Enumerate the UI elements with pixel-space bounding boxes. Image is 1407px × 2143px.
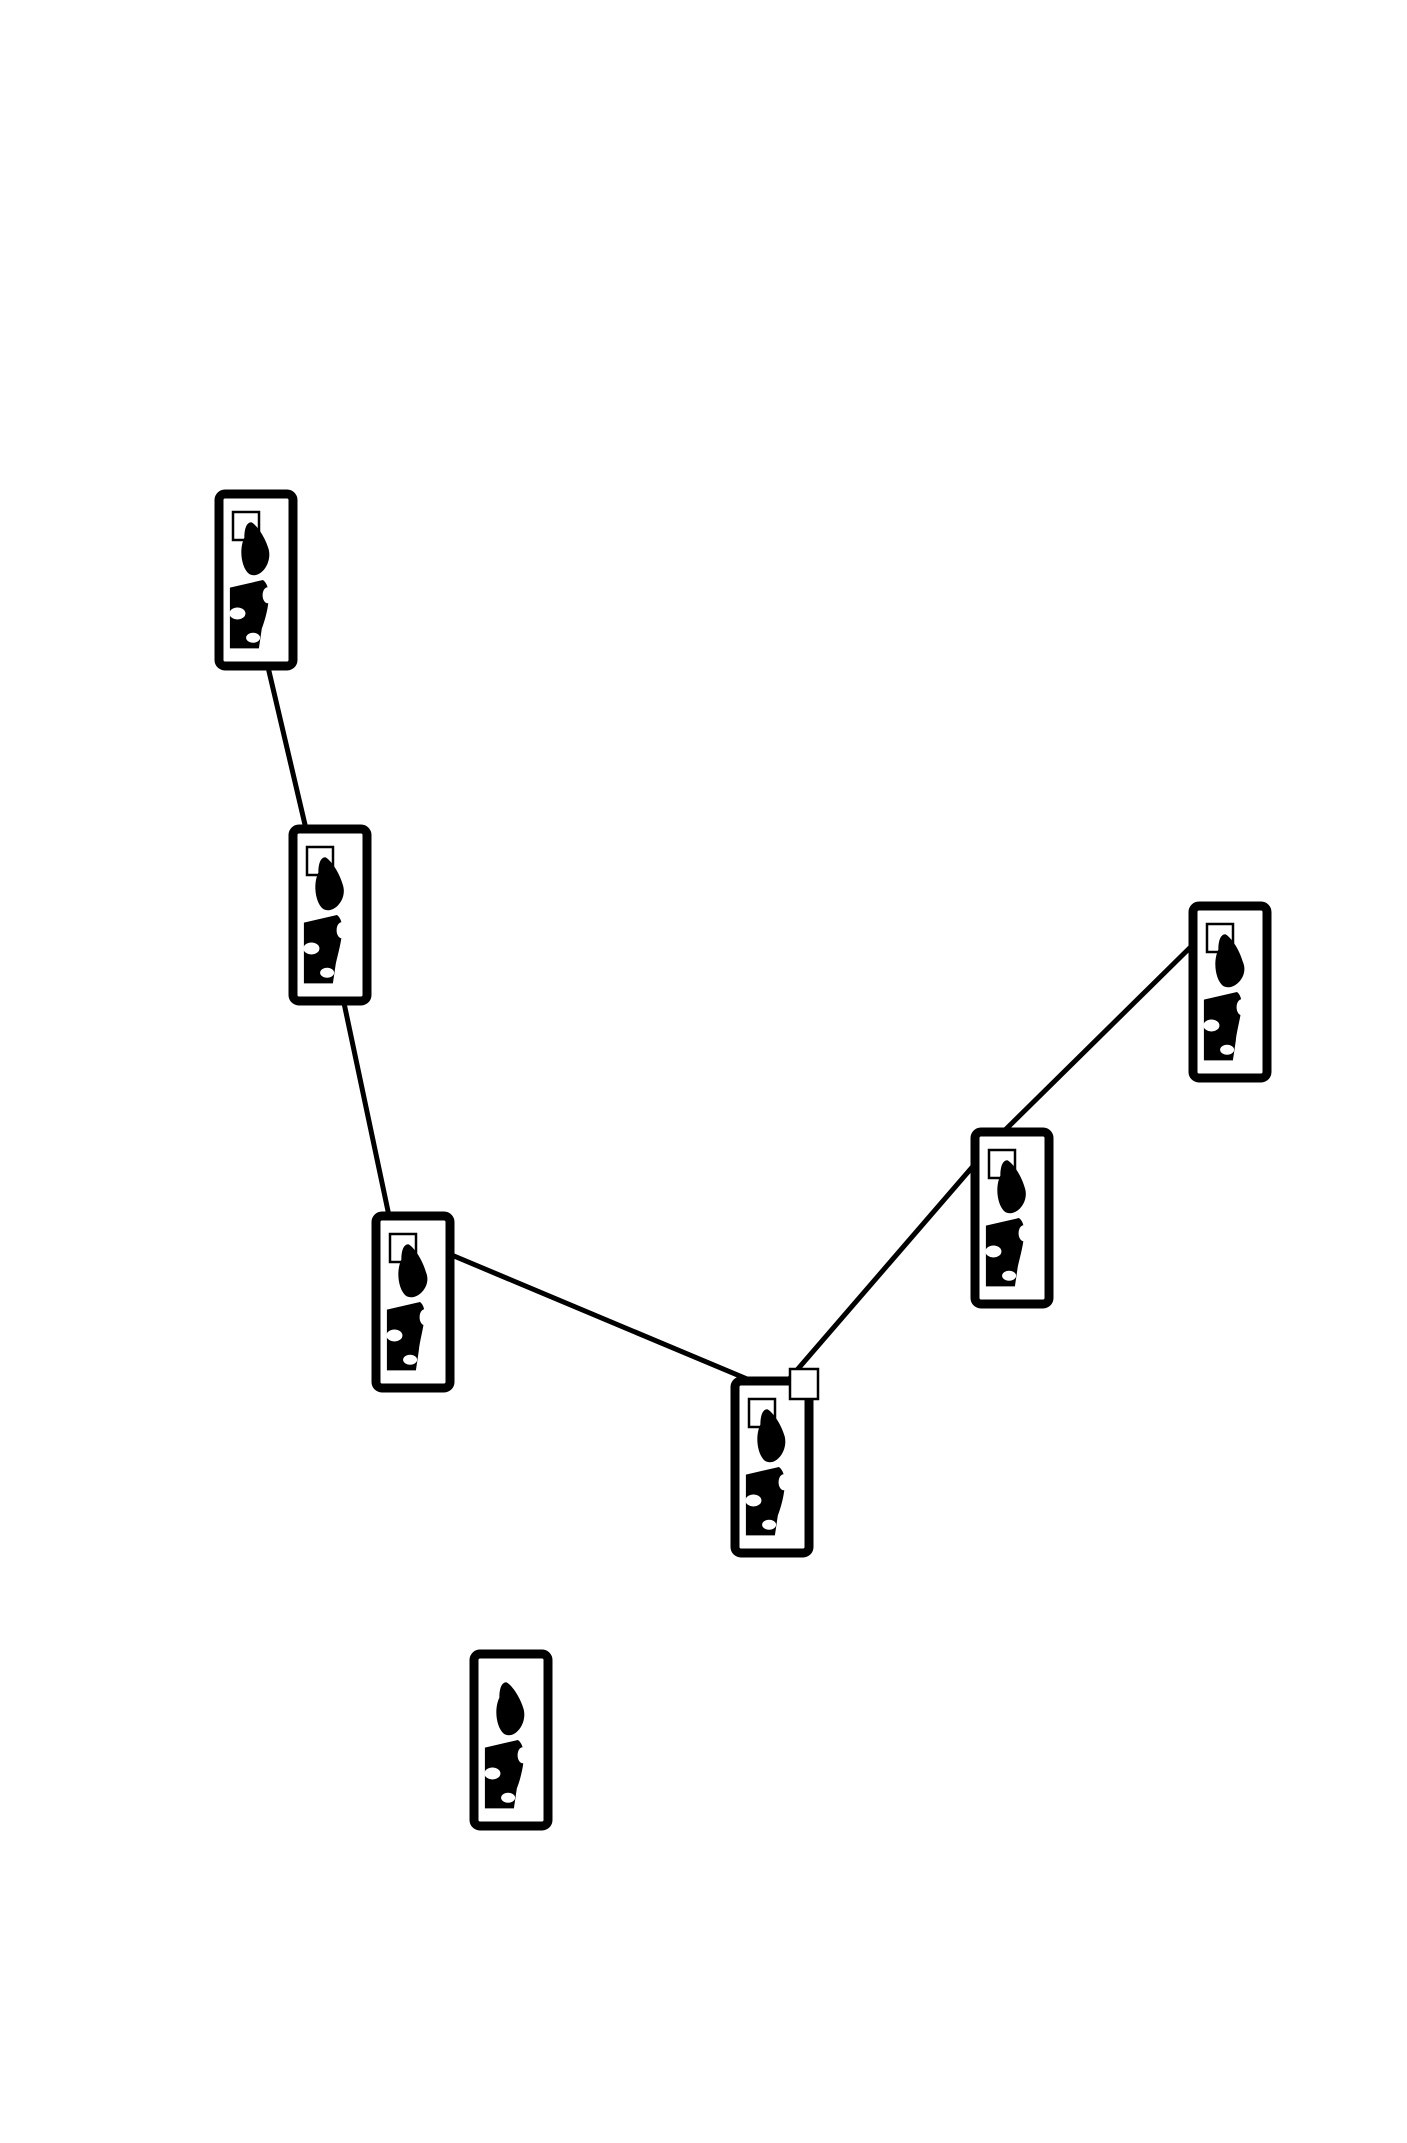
card-cutout [419,1309,430,1326]
card-cutout [303,942,320,955]
card-cutout [778,1474,789,1491]
marker-annotations [788,1367,820,1401]
card-3 [371,1211,455,1393]
card-cutout [262,587,273,604]
marker-square [231,510,261,542]
card-cutout [1002,1270,1017,1281]
marker-square [388,1232,418,1264]
card-cutout [386,1329,403,1342]
card-cutout [336,922,347,939]
card-4 [730,1376,814,1558]
connector-line-4 [775,1132,1003,1395]
card-cutout [320,967,335,978]
card-cutout [517,1747,528,1764]
card-7 [469,1649,553,1831]
card-1 [214,489,298,671]
card-cutout [985,1245,1002,1258]
card-cutout [246,632,261,643]
card-nodes [214,489,1272,1831]
card-cutout [1018,1225,1029,1242]
marker-square [305,845,335,877]
card-cutout [484,1767,501,1780]
card-cutout [745,1494,762,1507]
card-5 [970,1127,1054,1309]
connector-line-5 [997,919,1219,1138]
card-cutout [229,607,246,620]
marker-square [747,1397,777,1429]
connector-line-3 [389,1227,781,1395]
card-cutout [403,1354,418,1365]
card-cutout [1203,1019,1220,1032]
card-cutout [762,1519,777,1530]
card-cutout [501,1792,516,1803]
card-cutout [1220,1044,1235,1055]
card-6 [1188,901,1272,1083]
card-2 [288,824,372,1006]
marker-square [1205,922,1235,954]
card-cutout [1236,999,1247,1016]
marker-square [788,1367,820,1401]
marker-square [987,1148,1017,1180]
